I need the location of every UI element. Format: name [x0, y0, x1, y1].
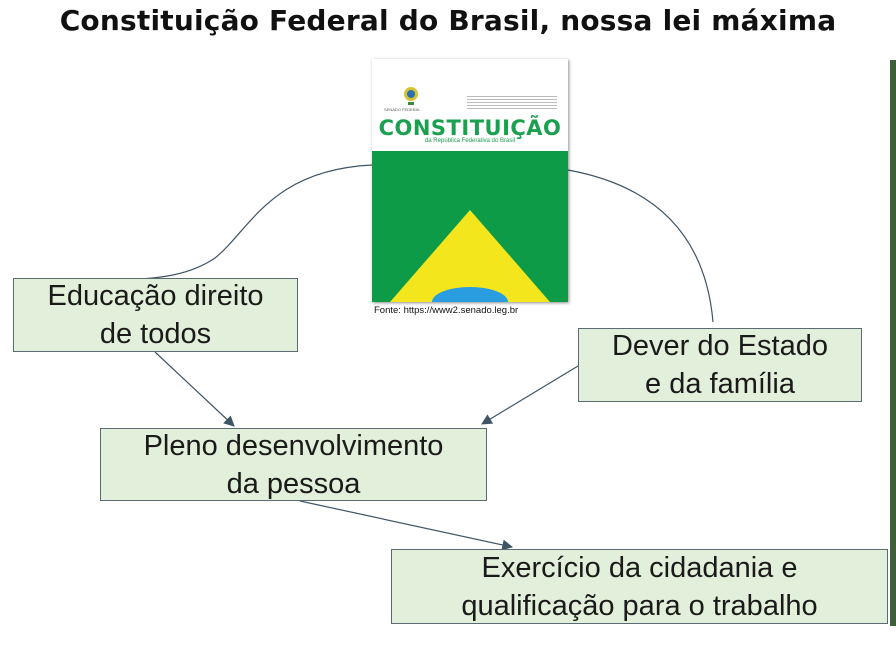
cover-flag-shapes [390, 87, 550, 302]
node-educacao-line-2: de todos [99, 318, 212, 350]
image-source-caption: Fonte: https://www2.senado.leg.br [374, 305, 519, 316]
slide-title: Constituição Federal do Brasil, nossa le… [59, 4, 837, 37]
cover-subtitle: da República Federativa do Brasil [424, 138, 516, 144]
node-dever: Dever do Estado e da família [578, 328, 862, 402]
cover-publisher: SENADO FEDERAL [384, 107, 421, 112]
cover-title-word: CONSTITUIÇÃO [378, 116, 562, 140]
node-exercicio-line-2: qualificação para o trabalho [461, 589, 818, 622]
constitution-cover-image: SENADO FEDERAL CONSTITUIÇÃO da República… [372, 59, 568, 302]
node-exercicio: Exercício da cidadania e qualificação pa… [391, 549, 888, 624]
curve-cover-to-educacao [117, 164, 373, 281]
node-dever-line-2: e da família [645, 368, 795, 400]
node-pleno: Pleno desenvolvimento da pessoa [100, 428, 487, 501]
slide-edge-accent [890, 60, 896, 626]
node-dever-line-1: Dever do Estado [611, 330, 828, 362]
node-educacao: Educação direito de todos [13, 278, 298, 352]
node-educacao-line-1: Educação direito [47, 280, 264, 312]
curve-cover-to-dever [567, 169, 714, 323]
node-pleno-line-2: da pessoa [226, 467, 361, 500]
node-pleno-line-1: Pleno desenvolvimento [143, 429, 444, 462]
arrow-pleno-to-exercicio [299, 500, 514, 551]
node-exercicio-line-1: Exercício da cidadania e [481, 551, 798, 584]
arrow-educacao-to-pleno [154, 351, 235, 427]
coat-of-arms-icon [404, 87, 418, 105]
arrow-dever-to-pleno [481, 365, 579, 425]
cover-fine-print-lines [467, 95, 557, 111]
